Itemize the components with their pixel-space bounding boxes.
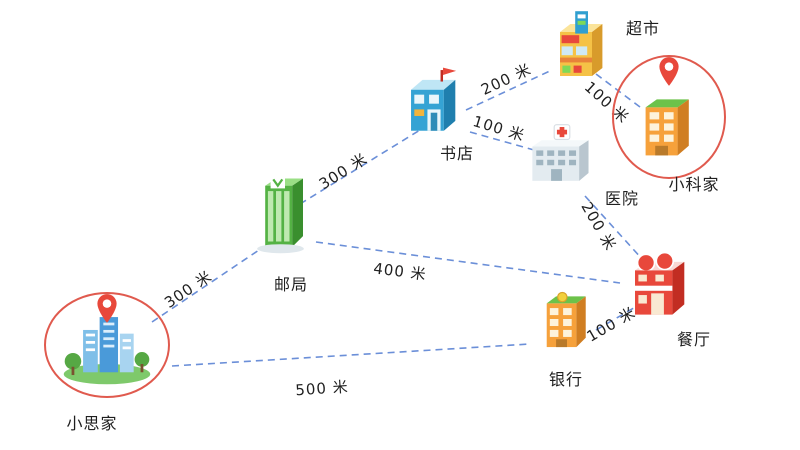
node-hospital xyxy=(512,120,612,198)
node-post-office xyxy=(240,162,330,267)
hospital-icon xyxy=(512,120,612,198)
node-label-hospital: 医院 xyxy=(604,189,640,208)
node-restaurant xyxy=(618,235,703,333)
edge-bookstore-supermarket xyxy=(465,69,553,111)
node-supermarket xyxy=(540,8,620,88)
node-label-xiaoke-home: 小科家 xyxy=(668,175,720,194)
node-label-post-office: 邮局 xyxy=(273,275,309,294)
distance-label-xiaosi-home-bank: 500 米 xyxy=(294,377,350,400)
bookstore-icon xyxy=(393,62,475,147)
node-label-bookstore: 书店 xyxy=(439,144,475,163)
edge-xiaosi-home-post-office xyxy=(151,247,263,323)
node-xiaoke-home xyxy=(628,75,708,175)
node-label-supermarket: 超市 xyxy=(625,19,661,38)
node-label-restaurant: 餐厅 xyxy=(676,330,712,349)
edge-xiaosi-home-bank xyxy=(171,343,531,367)
node-label-xiaosi-home: 小思家 xyxy=(66,414,118,433)
edge-hospital-restaurant xyxy=(584,195,644,261)
supermarket-icon xyxy=(540,8,620,88)
node-label-bank: 银行 xyxy=(548,370,584,389)
apartment-icon xyxy=(628,75,708,175)
edge-bank-restaurant xyxy=(595,301,645,331)
edge-post-office-restaurant xyxy=(315,241,621,284)
restaurant-icon xyxy=(618,235,703,333)
highlight-ring-xiaoke-home xyxy=(612,55,726,179)
location-pin-icon xyxy=(94,293,120,325)
post-office-icon xyxy=(240,162,330,267)
node-bookstore xyxy=(393,62,475,147)
highlight-ring-xiaosi-home xyxy=(44,292,170,398)
location-pin-icon xyxy=(656,56,682,88)
node-bank xyxy=(528,275,606,363)
bank-icon xyxy=(528,275,606,363)
